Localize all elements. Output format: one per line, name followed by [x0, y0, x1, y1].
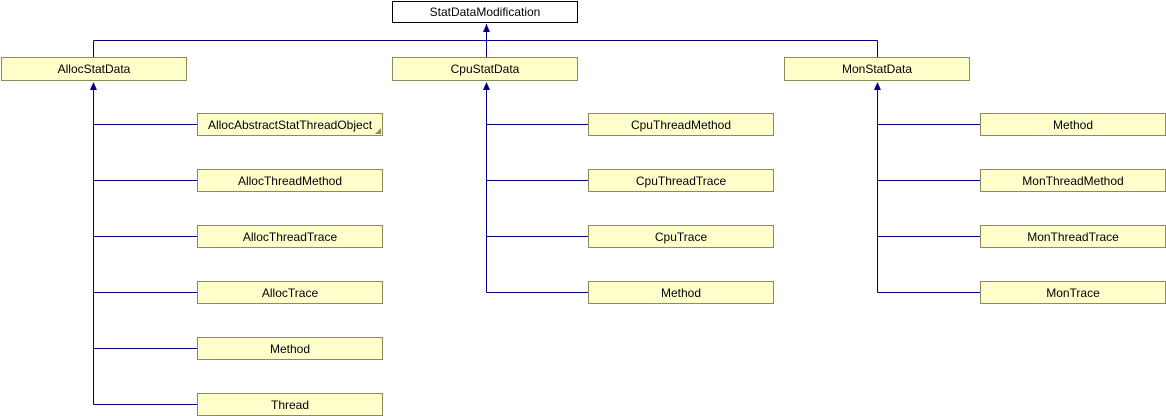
- child-node-mon-thread-trace[interactable]: MonThreadTrace: [980, 225, 1166, 248]
- child-node-alloc-thread-method[interactable]: AllocThreadMethod: [197, 169, 383, 192]
- child-node-cpu-thread-trace[interactable]: CpuThreadTrace: [588, 169, 774, 192]
- group-node-cpu-stat-data[interactable]: CpuStatData: [392, 57, 578, 81]
- edge-arrowhead-root: [483, 24, 490, 32]
- child-node-label: Thread: [270, 397, 310, 412]
- child-node-label: MonThreadTrace: [1027, 229, 1119, 244]
- child-node-label: CpuThreadMethod: [630, 117, 732, 132]
- root-node-stat-data-modification[interactable]: StatDataModification: [392, 1, 578, 23]
- child-node-mon-trace[interactable]: MonTrace: [980, 281, 1166, 304]
- child-node-label: AllocTrace: [261, 285, 319, 300]
- child-node-cpu-method[interactable]: Method: [588, 281, 774, 304]
- collapsed-subtree-corner-icon: [375, 128, 381, 134]
- child-node-alloc-abstract-stat-thread-object[interactable]: AllocAbstractStatThreadObject: [197, 113, 383, 136]
- child-node-cpu-thread-method[interactable]: CpuThreadMethod: [588, 113, 774, 136]
- child-node-mon-method[interactable]: Method: [980, 113, 1166, 136]
- child-node-label: Method: [1052, 117, 1094, 132]
- child-node-label: AllocThreadMethod: [237, 173, 343, 188]
- child-node-label: AllocAbstractStatThreadObject: [207, 117, 373, 132]
- child-node-label: AllocThreadTrace: [242, 229, 338, 244]
- child-node-mon-thread-method[interactable]: MonThreadMethod: [980, 169, 1166, 192]
- group-node-label: AllocStatData: [57, 62, 131, 76]
- child-node-alloc-thread[interactable]: Thread: [197, 393, 383, 416]
- child-node-alloc-trace[interactable]: AllocTrace: [197, 281, 383, 304]
- edge-arrowhead-group-0: [90, 82, 97, 90]
- group-node-label: MonStatData: [841, 62, 913, 76]
- child-node-label: Method: [269, 341, 311, 356]
- group-node-mon-stat-data[interactable]: MonStatData: [784, 57, 970, 81]
- child-node-cpu-trace[interactable]: CpuTrace: [588, 225, 774, 248]
- edge-arrowhead-group-2: [874, 82, 881, 90]
- group-node-alloc-stat-data[interactable]: AllocStatData: [1, 57, 187, 81]
- child-node-alloc-method[interactable]: Method: [197, 337, 383, 360]
- child-node-label: MonThreadMethod: [1022, 173, 1124, 188]
- child-node-alloc-thread-trace[interactable]: AllocThreadTrace: [197, 225, 383, 248]
- child-node-label: Method: [660, 285, 702, 300]
- root-node-label: StatDataModification: [429, 5, 541, 19]
- group-node-label: CpuStatData: [450, 62, 520, 76]
- child-node-label: MonTrace: [1046, 285, 1100, 300]
- edge-arrowhead-group-1: [483, 82, 490, 90]
- child-node-label: CpuTrace: [654, 229, 708, 244]
- child-node-label: CpuThreadTrace: [635, 173, 727, 188]
